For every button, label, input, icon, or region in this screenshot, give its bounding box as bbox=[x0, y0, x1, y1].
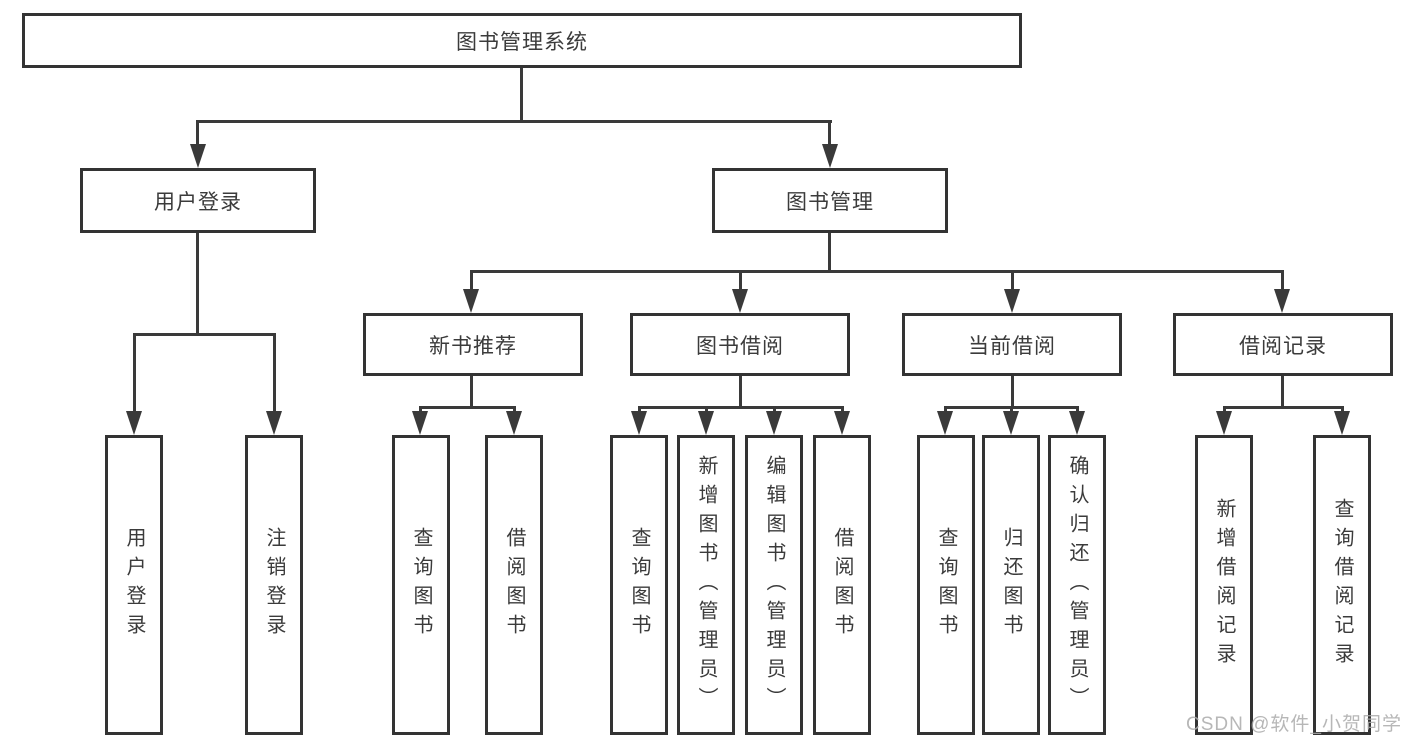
arrowhead-down-icon bbox=[834, 411, 850, 435]
arrowhead-down-icon bbox=[1274, 289, 1290, 313]
connector-line bbox=[197, 120, 832, 123]
connector-line bbox=[1341, 406, 1344, 414]
arrowhead-down-icon bbox=[698, 411, 714, 435]
connector-line bbox=[828, 233, 831, 273]
connector-line bbox=[1011, 270, 1014, 291]
arrowhead-down-icon bbox=[412, 411, 428, 435]
arrowhead-down-icon bbox=[126, 411, 142, 435]
leaf-search-books-borrow: 查询图书 bbox=[610, 435, 668, 735]
connector-line bbox=[1223, 406, 1344, 409]
arrowhead-down-icon bbox=[1069, 411, 1085, 435]
connector-line bbox=[1223, 406, 1226, 414]
connector-line bbox=[419, 406, 422, 414]
arrowhead-down-icon bbox=[506, 411, 522, 435]
connector-line bbox=[470, 270, 1283, 273]
leaf-edit-books-admin: 编辑图书（管理员） bbox=[745, 435, 803, 735]
connector-line bbox=[828, 120, 831, 146]
leaf-add-borrow-record: 新增借阅记录 bbox=[1195, 435, 1253, 735]
connector-line bbox=[944, 406, 947, 414]
connector-line bbox=[1011, 376, 1014, 409]
connector-line bbox=[739, 270, 742, 291]
connector-line bbox=[273, 333, 276, 413]
connector-line bbox=[133, 333, 136, 413]
arrowhead-down-icon bbox=[190, 144, 206, 168]
leaf-borrow-books-recommend: 借阅图书 bbox=[485, 435, 543, 735]
arrowhead-down-icon bbox=[766, 411, 782, 435]
leaf-confirm-return-admin: 确认归还（管理员） bbox=[1048, 435, 1106, 735]
leaf-return-books: 归还图书 bbox=[982, 435, 1040, 735]
node-book-management: 图书管理 bbox=[712, 168, 948, 233]
arrowhead-down-icon bbox=[463, 289, 479, 313]
connector-line bbox=[196, 120, 199, 146]
leaf-borrow-books: 借阅图书 bbox=[813, 435, 871, 735]
connector-line bbox=[1010, 406, 1013, 414]
leaf-logout: 注销登录 bbox=[245, 435, 303, 735]
connector-line bbox=[1281, 270, 1284, 291]
arrowhead-down-icon bbox=[732, 289, 748, 313]
arrowhead-down-icon bbox=[822, 144, 838, 168]
connector-line bbox=[638, 406, 844, 409]
node-user-login: 用户登录 bbox=[80, 168, 316, 233]
arrowhead-down-icon bbox=[1216, 411, 1232, 435]
node-book-borrow: 图书借阅 bbox=[630, 313, 850, 376]
connector-line bbox=[638, 406, 641, 414]
arrowhead-down-icon bbox=[1004, 289, 1020, 313]
leaf-search-books-recommend: 查询图书 bbox=[392, 435, 450, 735]
arrowhead-down-icon bbox=[266, 411, 282, 435]
connector-line bbox=[196, 233, 199, 333]
leaf-search-borrow-record: 查询借阅记录 bbox=[1313, 435, 1371, 735]
connector-line bbox=[419, 406, 516, 409]
connector-line bbox=[739, 376, 742, 409]
connector-line bbox=[470, 376, 473, 409]
connector-line bbox=[773, 406, 776, 414]
arrowhead-down-icon bbox=[631, 411, 647, 435]
connector-line bbox=[520, 68, 523, 121]
connector-line bbox=[513, 406, 516, 414]
leaf-user-login: 用户登录 bbox=[105, 435, 163, 735]
node-new-book-recommend: 新书推荐 bbox=[363, 313, 583, 376]
arrowhead-down-icon bbox=[1003, 411, 1019, 435]
connector-line bbox=[1076, 406, 1079, 414]
arrowhead-down-icon bbox=[937, 411, 953, 435]
connector-line bbox=[133, 333, 276, 336]
connector-line bbox=[705, 406, 708, 414]
connector-line bbox=[1281, 376, 1284, 409]
node-current-borrow: 当前借阅 bbox=[902, 313, 1122, 376]
csdn-watermark: CSDN @软件_小贺同学 bbox=[1186, 714, 1402, 735]
leaf-search-books-current: 查询图书 bbox=[917, 435, 975, 735]
node-root: 图书管理系统 bbox=[22, 13, 1022, 68]
connector-line bbox=[470, 270, 473, 291]
node-borrow-records: 借阅记录 bbox=[1173, 313, 1393, 376]
arrowhead-down-icon bbox=[1334, 411, 1350, 435]
connector-line bbox=[841, 406, 844, 414]
leaf-add-books-admin: 新增图书（管理员） bbox=[677, 435, 735, 735]
